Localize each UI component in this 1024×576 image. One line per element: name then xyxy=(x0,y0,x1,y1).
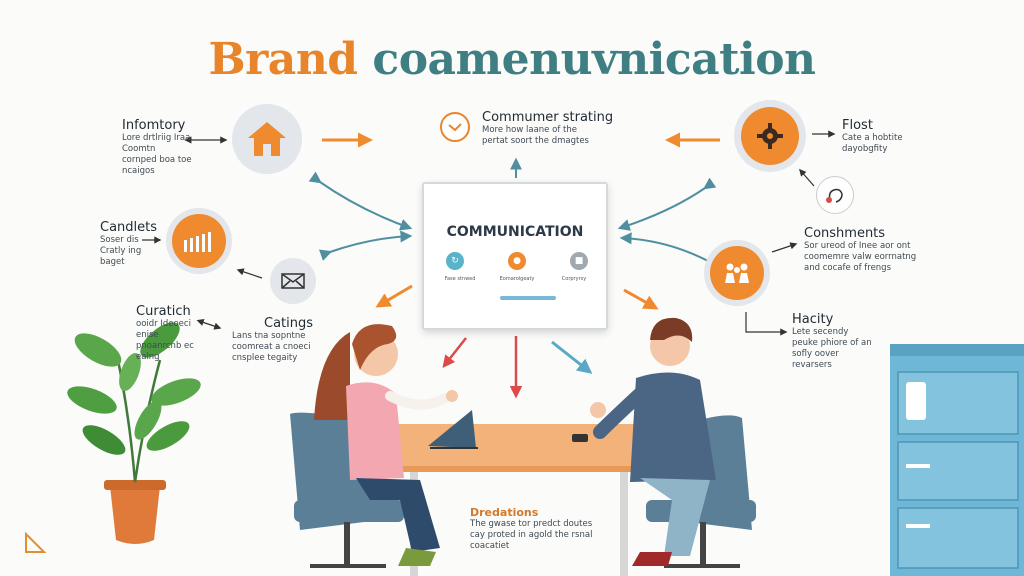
arrow-dark-wave xyxy=(799,168,815,187)
node-label: Commumer strating xyxy=(482,110,614,125)
board-subtitles: Fase stnwed Eomarolgeaty Corpryrsy xyxy=(438,276,596,282)
people-icon xyxy=(725,263,749,283)
title-part-communication: coamenuvnication xyxy=(372,34,816,85)
board-sub-1: Fase stnwed xyxy=(444,276,476,282)
hand-wave-icon xyxy=(826,188,843,203)
node-dredations: Dredations The gwase tor predct doutes c… xyxy=(470,506,600,552)
node-consumer: Commumer strating More how laane of the … xyxy=(482,110,613,147)
arrow-teal-3 xyxy=(617,177,717,231)
board-icon-1: ↻ xyxy=(446,252,464,270)
node-description: Soser dis Cratly ing baget xyxy=(100,235,142,267)
communication-board: COMMUNICATION ↻ ● ■ Fase stnwed Eomarolg… xyxy=(422,182,608,330)
cabinet-illustration xyxy=(890,344,1024,576)
page-title: Brand coamenuvnication xyxy=(0,34,1024,85)
plant-illustration xyxy=(67,322,201,544)
arrow-orange-4 xyxy=(623,288,659,310)
node-description: Lore drtlriig Iraa Coomtn cornped boa to… xyxy=(122,133,192,176)
node-label: Catings xyxy=(264,316,314,331)
title-part-brand: Brand xyxy=(208,34,358,85)
node-inventory: Infomtory Lore drtlriig Iraa Coomtn corn… xyxy=(122,118,192,177)
arrow-dark-hacity xyxy=(745,312,788,336)
node-candlets: Candlets Soser dis Cratly ing baget xyxy=(100,220,157,268)
circle-conshments xyxy=(704,240,770,306)
node-conshments: Conshments Sor ureod of Inee aor ont coo… xyxy=(804,226,918,274)
node-curatich: Curatich ooidr Ideoeci enise pnoanrcnb e… xyxy=(136,304,198,363)
node-description: Lans tna sopntne coomreat a cnoeci cnspl… xyxy=(232,331,311,363)
arrow-dark-catings xyxy=(236,268,263,279)
circle-catings xyxy=(270,258,316,304)
arrow-dark-curatich xyxy=(196,319,222,330)
node-label: Candlets xyxy=(100,220,158,235)
clock-icon xyxy=(448,123,462,132)
gear-icon xyxy=(757,123,783,149)
node-description: Cate a hobtite dayobgfity xyxy=(842,133,903,154)
board-sub-2: Eomarolgeaty xyxy=(499,276,535,282)
envelope-icon xyxy=(281,273,305,289)
circle-candlets xyxy=(166,208,232,274)
bar-chart-icon xyxy=(184,232,211,252)
circle-inventory xyxy=(232,104,302,174)
node-description: ooidr Ideoeci enise pnoanrcnb ec ealng xyxy=(136,319,194,362)
triangle-ruler-icon xyxy=(25,531,47,553)
board-bar xyxy=(500,296,556,300)
node-description: Sor ureod of Inee aor ont coomemre valw … xyxy=(804,241,917,273)
node-label: Curatich xyxy=(136,304,191,319)
arrow-red-1 xyxy=(442,337,467,368)
node-flost: Flost Cate a hobtite dayobgfity xyxy=(842,118,914,155)
node-description: The gwase tor predct doutes cay proted i… xyxy=(470,519,593,551)
node-description: Lete secendy peuke phiore of an sofly oo… xyxy=(792,327,872,370)
node-description: More how laane of the pertat soort the d… xyxy=(482,125,589,146)
board-icon-2: ● xyxy=(508,252,526,270)
arrow-dark-conshments xyxy=(771,242,798,253)
arrow-teal-4 xyxy=(619,232,722,272)
circle-wave xyxy=(816,176,854,214)
board-sub-3: Corpryrsy xyxy=(561,276,587,282)
woman-illustration xyxy=(290,324,478,568)
node-label: Dredations xyxy=(470,506,539,519)
arrow-teal-2 xyxy=(318,230,413,261)
arrow-blue-1 xyxy=(551,340,593,374)
table-illustration xyxy=(398,424,668,576)
arrow-orange-3 xyxy=(375,284,413,308)
board-icons: ↻ ● ■ xyxy=(446,252,588,270)
node-label: Flost xyxy=(842,118,873,133)
node-hacity: Hacity Lete secendy peuke phiore of an s… xyxy=(792,312,876,371)
board-icon-3: ■ xyxy=(570,252,588,270)
arrow-teal-1 xyxy=(308,171,413,231)
home-icon xyxy=(248,122,286,156)
man-illustration xyxy=(590,317,756,568)
circle-consumer xyxy=(440,112,470,142)
circle-flost xyxy=(734,100,806,172)
node-catings: Catings Lans tna sopntne coomreat a cnoe… xyxy=(232,316,314,364)
node-label: Hacity xyxy=(792,312,834,327)
node-label: Infomtory xyxy=(122,118,186,133)
board-title: COMMUNICATION xyxy=(446,224,584,240)
node-label: Conshments xyxy=(804,226,886,241)
